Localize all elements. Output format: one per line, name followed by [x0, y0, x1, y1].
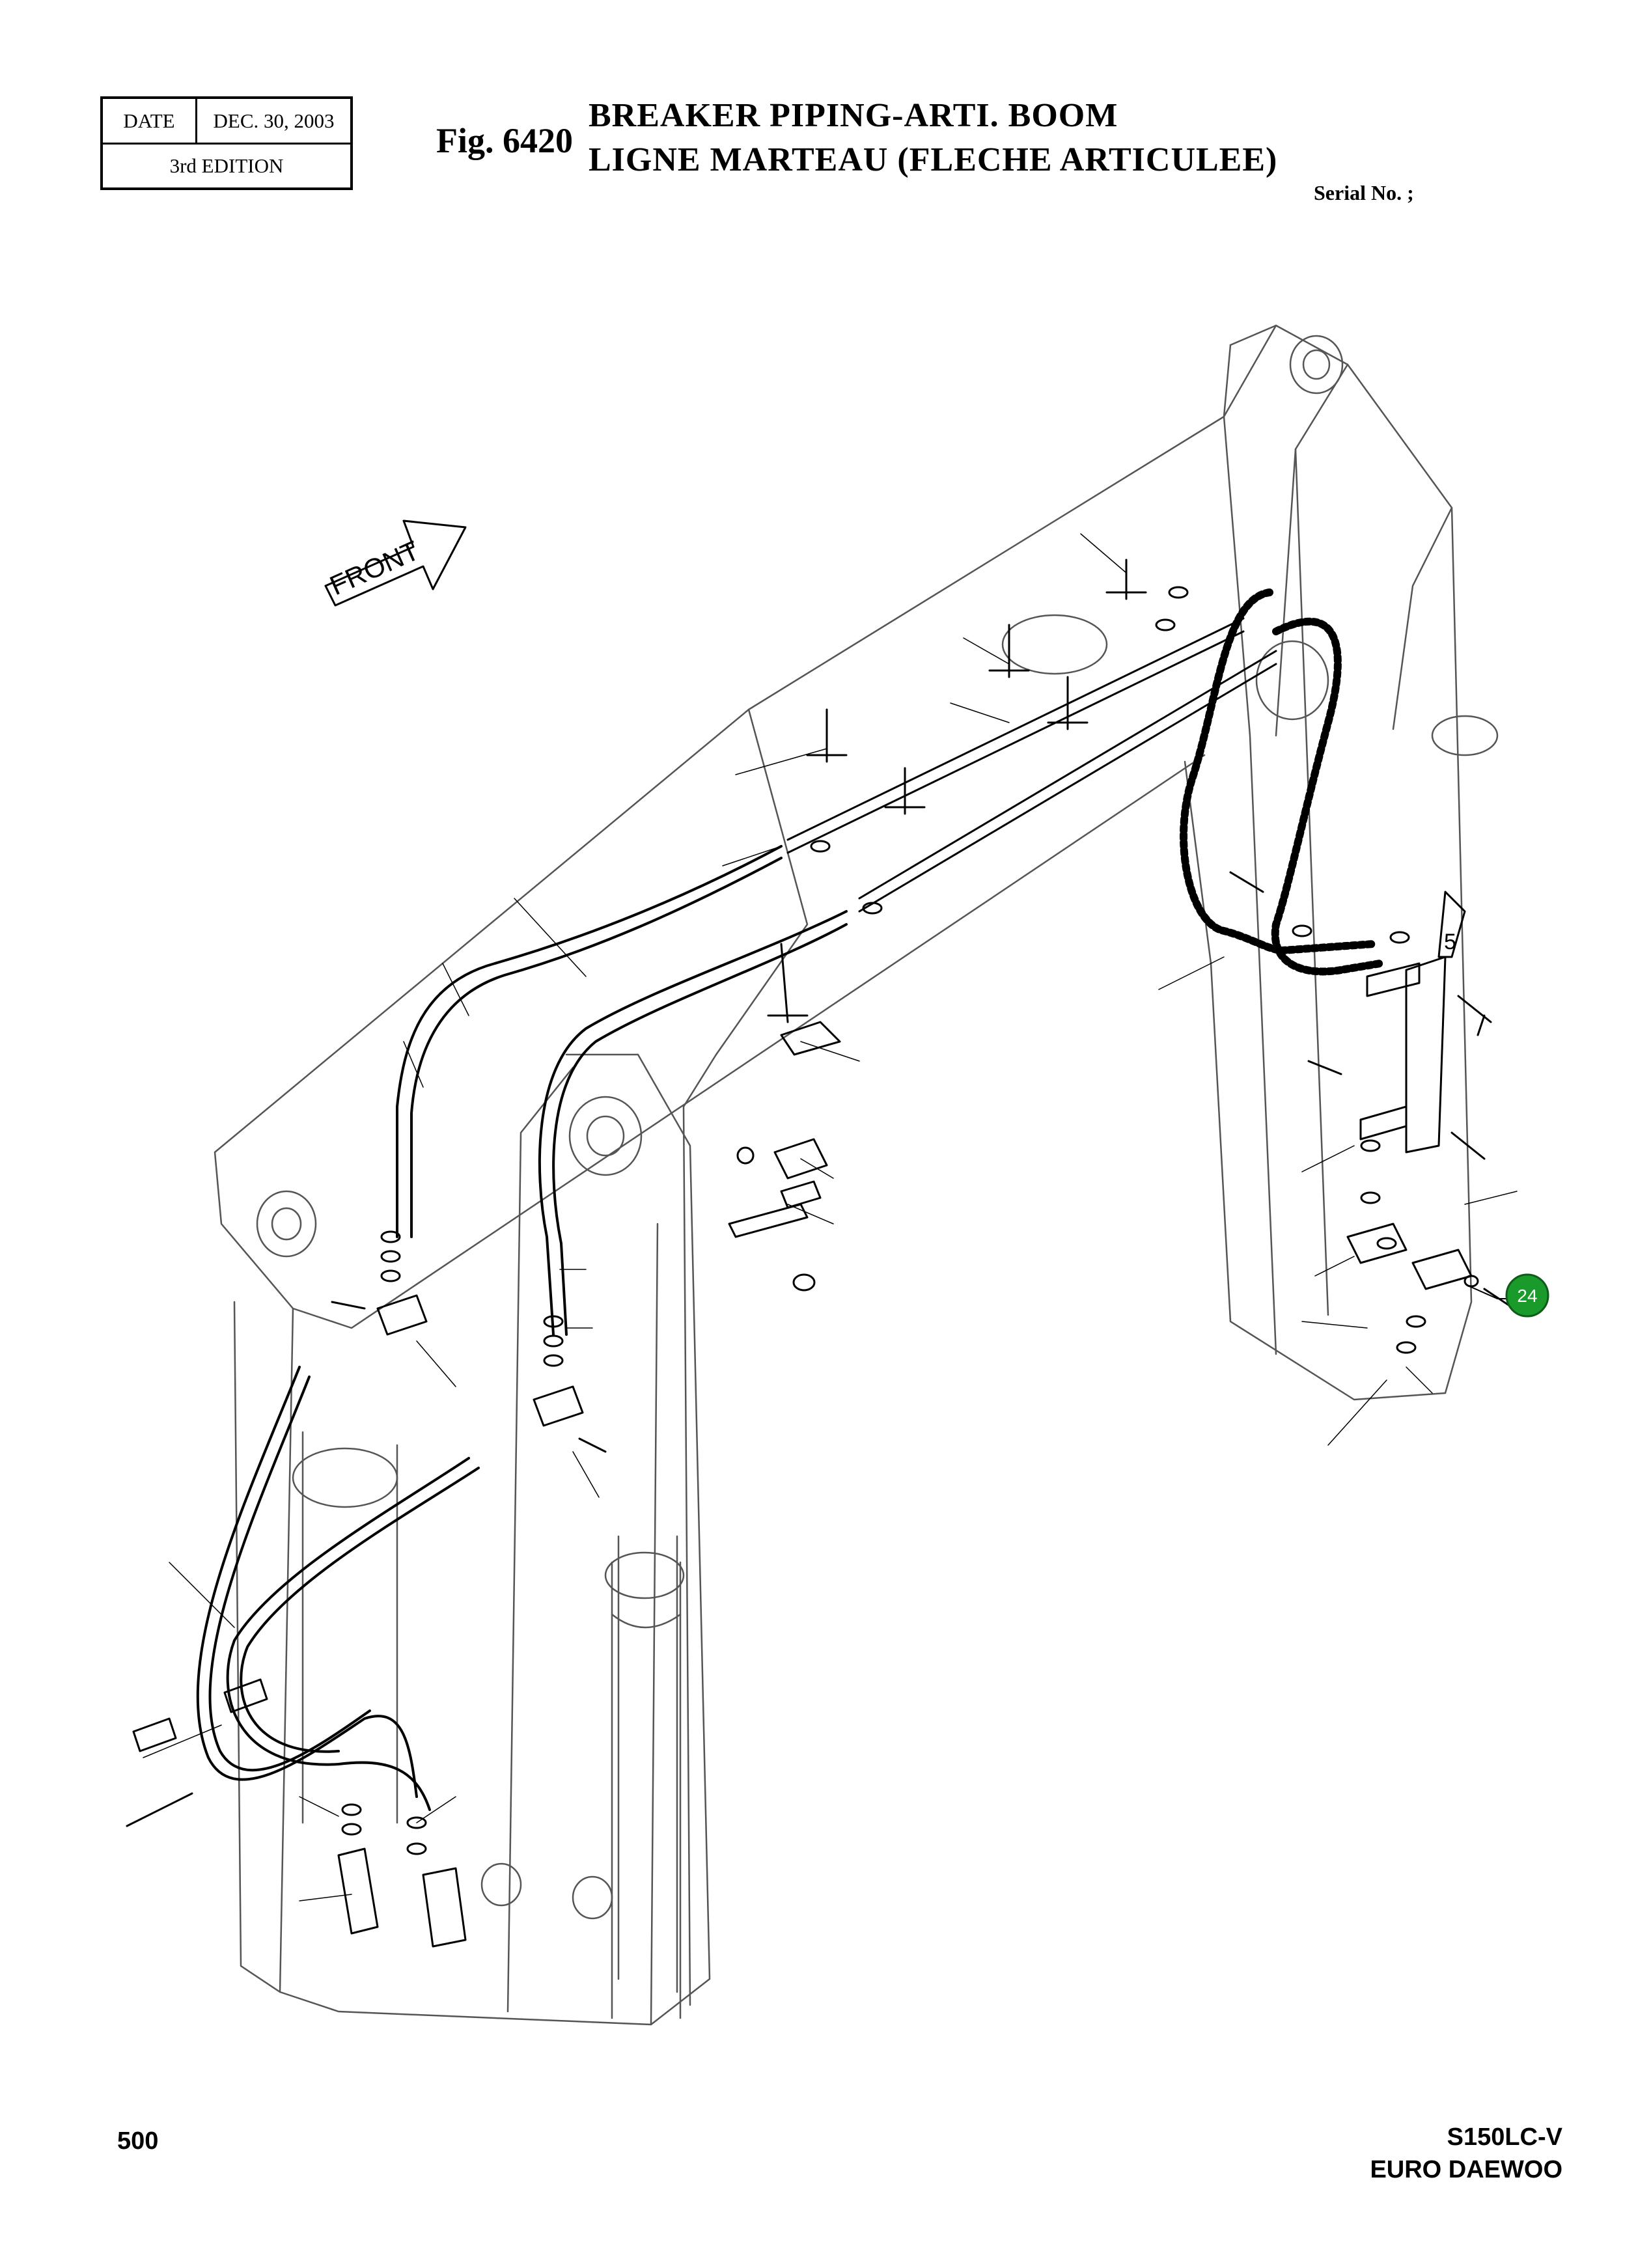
clamps-and-bolts [126, 559, 1525, 1827]
edition-label: 3rd EDITION [169, 154, 284, 177]
callout-24: 24 [1467, 1273, 1549, 1318]
front-arrow: FRONT [324, 519, 467, 607]
arm-cylinder [301, 1431, 682, 2019]
callout-24-label: 24 [1517, 1286, 1537, 1306]
manufacturer-name: EURO DAEWOO [1370, 2156, 1562, 2183]
fittings [341, 586, 1479, 1855]
edition-box: DATE DEC. 30, 2003 3rd EDITION [100, 96, 353, 190]
serial-number-label: Serial No. ; [1314, 181, 1414, 204]
figure-number: Fig. 6420 [436, 121, 573, 160]
date-value: DEC. 30, 2003 [213, 109, 335, 132]
date-row: DATE DEC. 30, 2003 [103, 99, 350, 145]
front-arrow-label: FRONT [326, 534, 424, 601]
callout-5: 5 [1444, 930, 1456, 954]
coiled-hoses [1180, 588, 1384, 976]
title-french: LIGNE MARTEAU (FLECHE ARTICULEE) [589, 141, 1278, 178]
main-hoses [196, 845, 848, 1811]
junction-blocks [337, 891, 1473, 1948]
model-name: S150LC-V [1447, 2123, 1562, 2151]
page-number: 500 [117, 2127, 159, 2155]
title-english: BREAKER PIPING-ARTI. BOOM [589, 97, 1118, 134]
boom-pins [256, 335, 1499, 1920]
date-label: DATE [103, 99, 197, 143]
boom-outline [214, 324, 1473, 2026]
leader-lines [143, 533, 1518, 1902]
upper-pipes [786, 617, 1277, 913]
